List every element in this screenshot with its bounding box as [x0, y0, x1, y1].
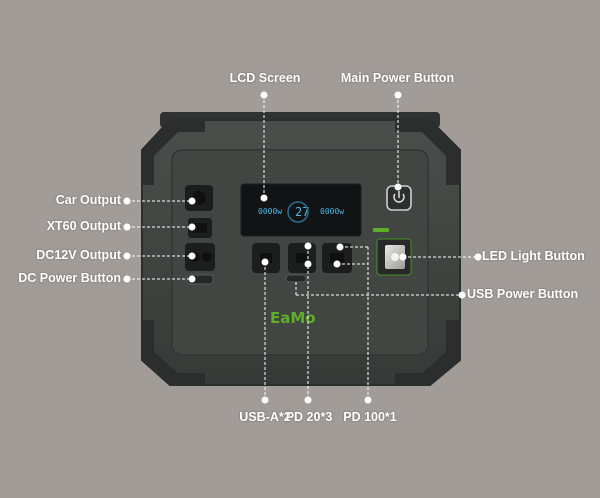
led-light-button[interactable] — [373, 228, 412, 276]
label-pd20: PD 20*3 — [285, 410, 333, 424]
xt60-output-port — [188, 218, 212, 238]
lcd-center-readout: 27 — [295, 205, 309, 219]
label-pd100: PD 100*1 — [343, 410, 397, 424]
label-car-output: Car Output — [55, 193, 121, 207]
pd100-port — [322, 243, 352, 273]
usb-power-button[interactable] — [285, 274, 307, 283]
usb-a-port — [252, 243, 280, 273]
label-xt60-output: XT60 Output — [46, 219, 121, 233]
callout-dots — [123, 91, 482, 404]
callout-lines — [127, 95, 478, 400]
label-main-power-button: Main Power Button — [340, 71, 455, 85]
label-dc-power-button: DC Power Button — [18, 271, 121, 285]
power-icon — [393, 191, 405, 203]
label-led-light-button: LED Light Button — [482, 249, 585, 263]
lcd-left-readout: 0000w — [258, 207, 282, 216]
label-dc12v-output: DC12V Output — [36, 248, 121, 262]
lcd-right-readout: 0000w — [320, 207, 344, 216]
label-lcd-screen: LCD Screen — [229, 71, 301, 85]
brand-logo: EaMo — [270, 309, 316, 327]
car-output-port — [185, 185, 213, 211]
pd20-port — [288, 243, 316, 273]
label-usb-power-button: USB Power Button — [467, 287, 579, 301]
lcd-screen: 0000w 27 0000w — [240, 183, 362, 237]
label-usb-a: USB-A*2 — [239, 410, 291, 424]
lamp-icon — [391, 253, 399, 261]
